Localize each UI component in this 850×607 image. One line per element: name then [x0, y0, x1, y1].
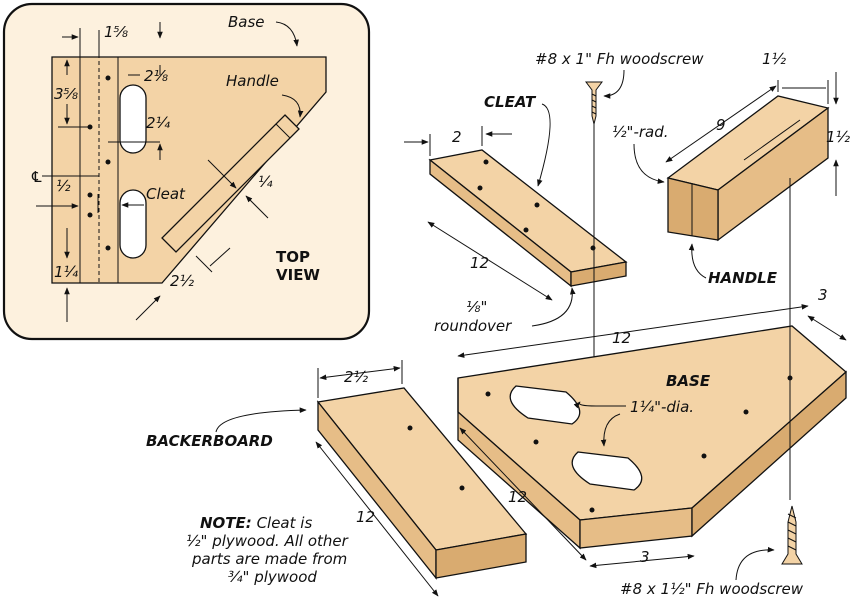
top-view-slot-upper [119, 84, 147, 154]
handle-radius-label: ½"-rad. [612, 123, 669, 141]
base-label: BASE [666, 372, 711, 390]
hole-diameter-label: 1¼"-dia. [630, 398, 694, 416]
handle-label: HANDLE [708, 269, 778, 287]
top-view-slot-lower [119, 189, 147, 259]
backer-dim-width: 2½ [344, 368, 369, 386]
note-line1: Cleat is [252, 514, 313, 532]
dim-2-1-8: 2⅛ [144, 67, 169, 85]
top-view-title-2: VIEW [276, 266, 320, 284]
top-view-panel: Base Handle Cleat 1⅝ 3⅝ 2⅛ 2¼ ℄ ½ [2, 2, 371, 341]
dim-1-5-8: 1⅝ [104, 23, 129, 41]
backerboard-part: BACKERBOARD 2½ 12 [146, 360, 528, 597]
note-line2: ½" plywood. All other [186, 532, 349, 550]
note-line3: parts are made from [191, 550, 347, 568]
base-dim-front: 3 [640, 548, 650, 566]
note-line4: ¾" plywood [228, 568, 317, 586]
cleat-label: CLEAT [484, 93, 537, 111]
note-bold: NOTE: [200, 514, 252, 532]
roundover-label-1: ⅛" [466, 298, 487, 316]
base-part: BASE 1¼"-dia. 12 3 12 3 [457, 178, 847, 569]
screw-bottom: #8 x 1½" Fh woodscrew [620, 505, 804, 598]
dim-2-1-2: 2½ [170, 272, 195, 290]
cleat-part: CLEAT 2 12 ⅛" roundover [404, 93, 628, 335]
screw-bottom-label: #8 x 1½" Fh woodscrew [620, 580, 804, 598]
handle-part: HANDLE ½"-rad. 9 1½ 1½ [612, 50, 850, 287]
backerboard-label: BACKERBOARD [146, 432, 273, 450]
dim-1-1-4: 1¼ [54, 263, 79, 281]
top-view-base-label: Base [228, 13, 265, 31]
cleat-dim-width: 2 [452, 128, 462, 146]
svg-text:NOTE: Cleat is: NOTE: Cleat is [200, 514, 312, 532]
handle-dim-width: 1½ [762, 50, 787, 68]
cleat-dim-length: 12 [470, 254, 489, 272]
base-slot-upper [509, 385, 581, 425]
dim-1-2: ½ [56, 177, 71, 195]
dim-2-1-4: 2¼ [146, 114, 171, 132]
roundover-label-2: roundover [434, 317, 512, 335]
screw-top-label: #8 x 1" Fh woodscrew [535, 50, 704, 68]
top-view-cleat-label: Cleat [146, 185, 186, 203]
centerline-symbol: ℄ [30, 168, 43, 186]
top-view-title-1: TOP [276, 248, 310, 266]
base-dim-corner: 3 [818, 286, 828, 304]
dim-1-4: ¼ [258, 173, 273, 191]
top-view-handle-label: Handle [226, 72, 279, 90]
handle-dim-height: 1½ [826, 128, 850, 146]
dim-3-5-8: 3⅝ [54, 85, 79, 103]
base-dim-side: 12 [508, 488, 527, 506]
handle-dim-length: 9 [716, 116, 726, 134]
note-text: NOTE: Cleat is ½" plywood. All other par… [186, 514, 349, 586]
backer-dim-length: 12 [356, 508, 375, 526]
